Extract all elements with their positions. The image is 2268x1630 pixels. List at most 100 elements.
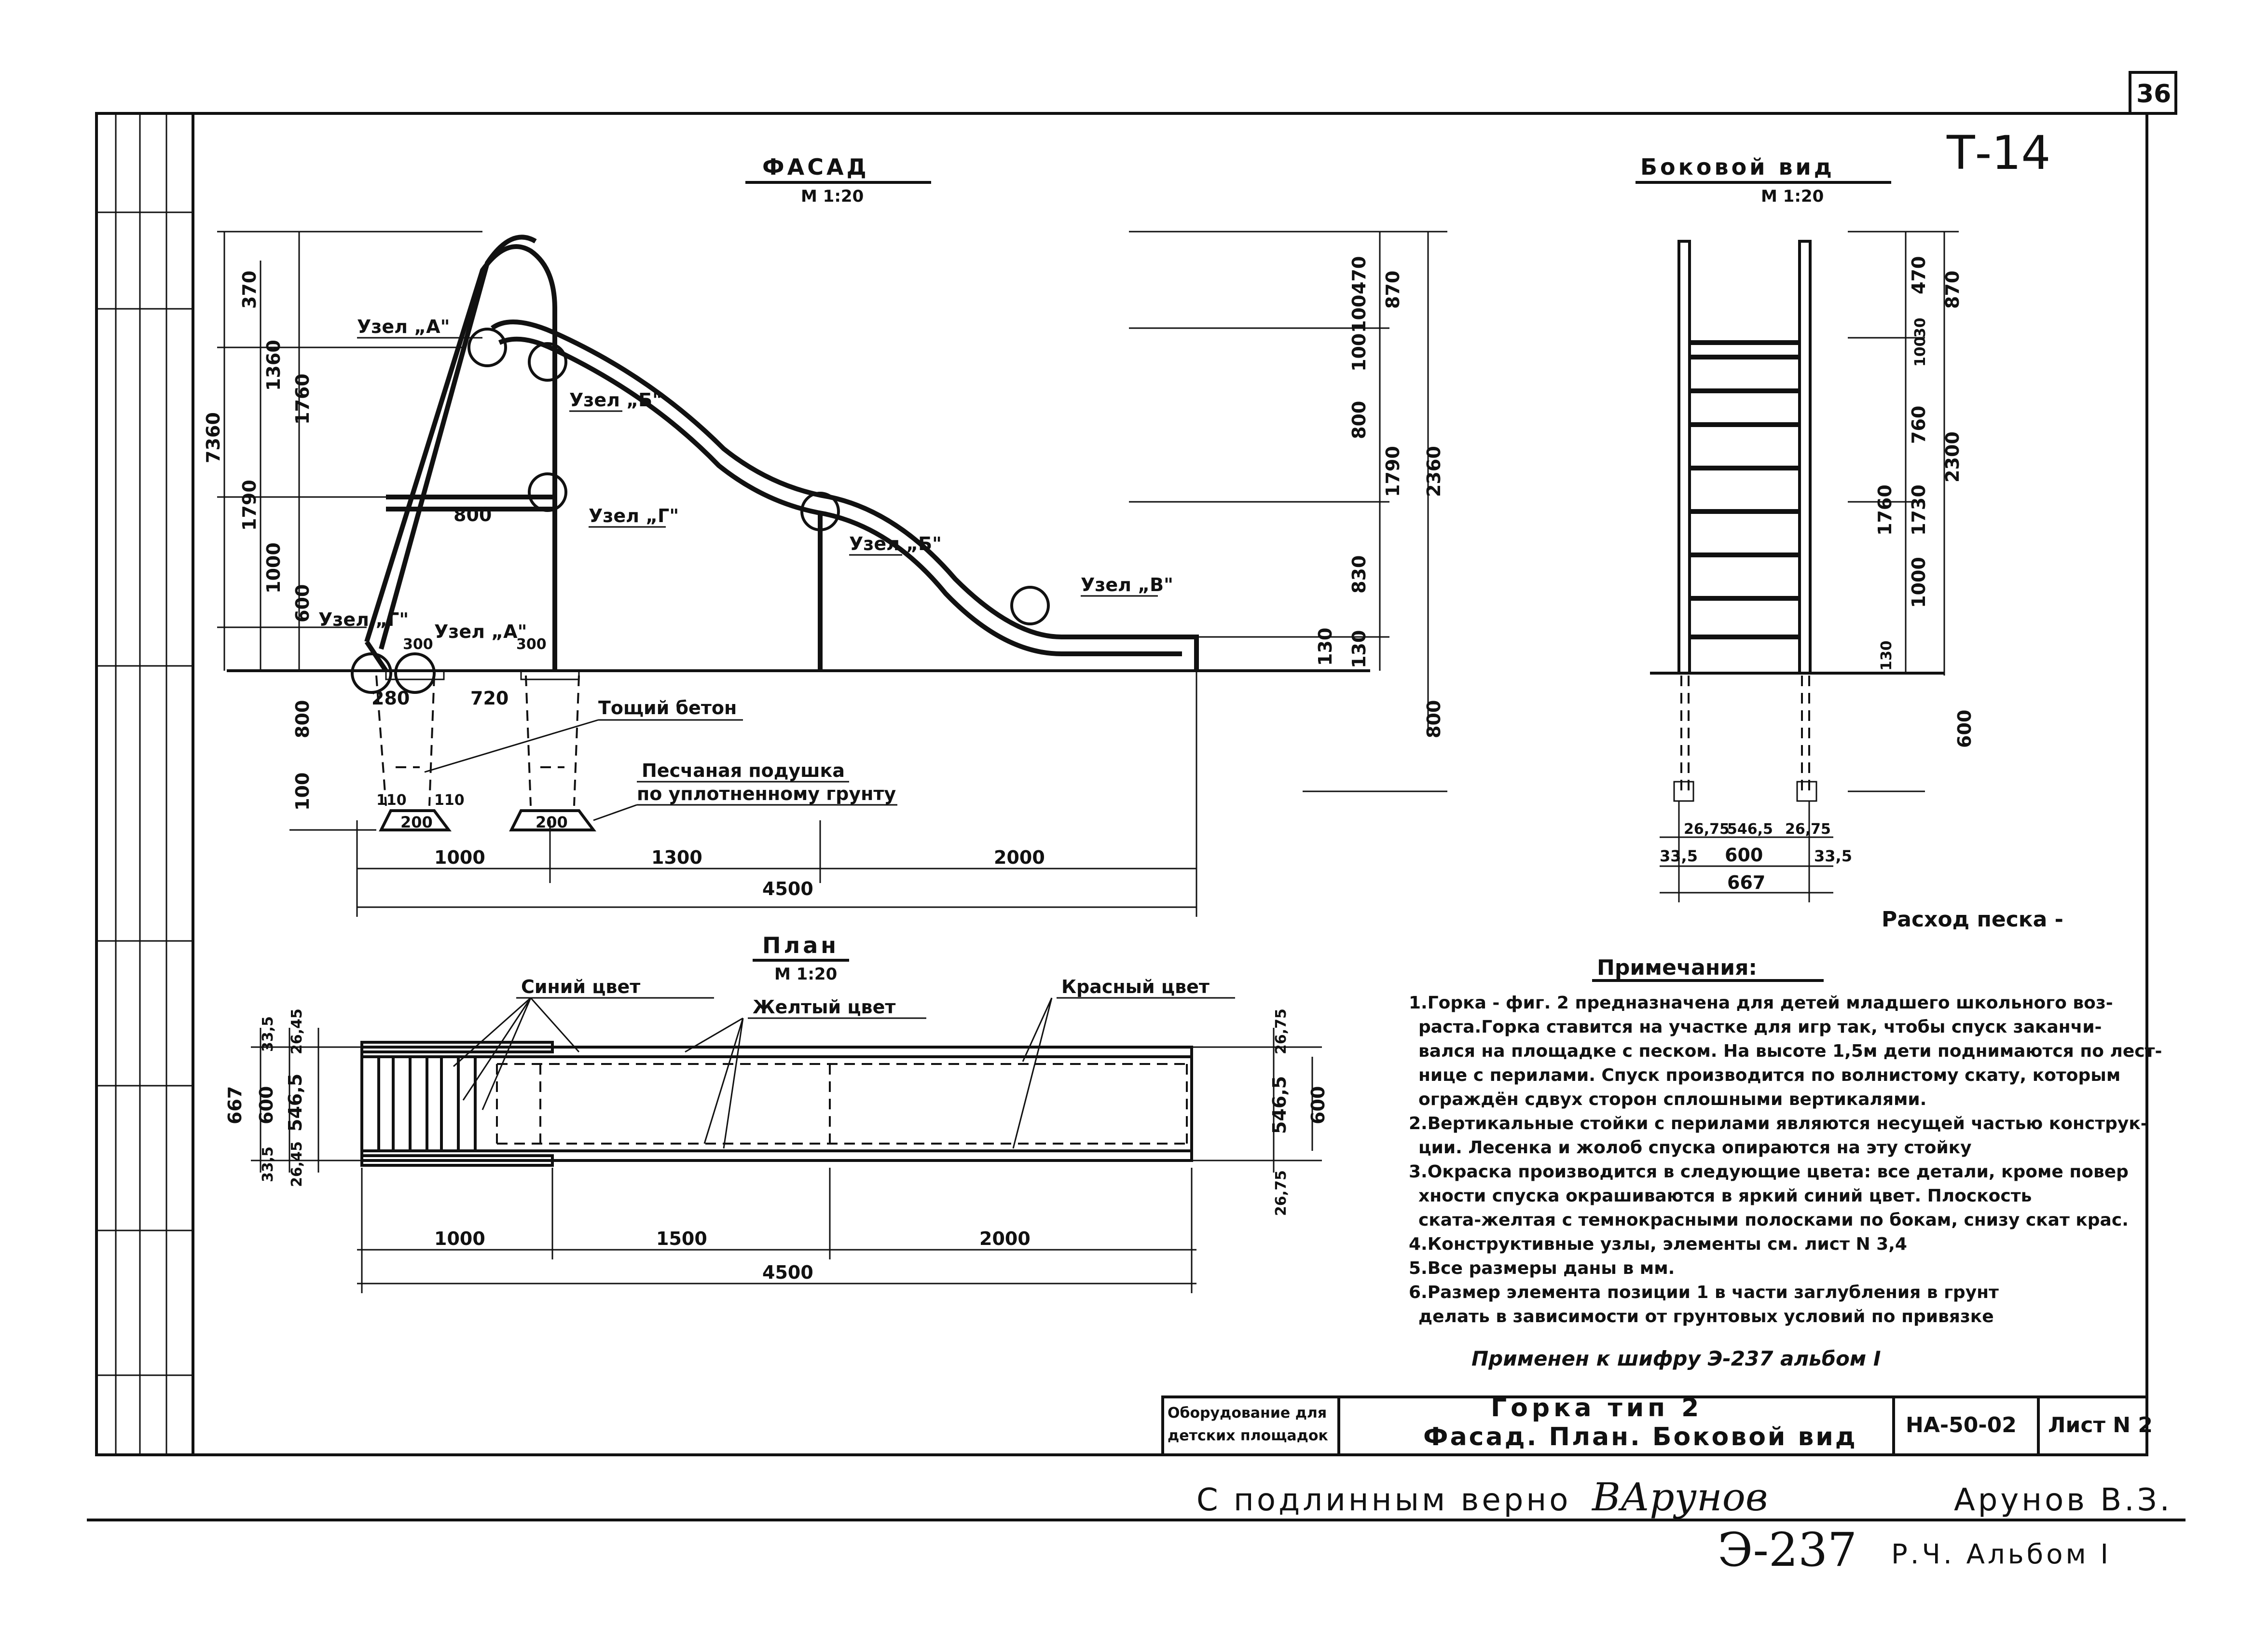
svg-text:600: 600 xyxy=(1307,1086,1329,1124)
sheet-number: 36 xyxy=(2136,80,2171,109)
side-right-post xyxy=(1798,240,1812,675)
svg-text:100: 100 xyxy=(1912,336,1929,367)
svg-text:667: 667 xyxy=(224,1086,246,1124)
side-left-post xyxy=(1677,240,1691,675)
svg-text:600: 600 xyxy=(256,1086,277,1124)
plan-dims-left: 33,5 26,45 667 600 546,5 33,5 26,45 xyxy=(224,1008,306,1187)
node-g2-circle xyxy=(351,652,392,694)
note-line: 4.Конструктивные узлы, элементы см. лист… xyxy=(1409,1234,1907,1254)
node-label-v: Узел „В" xyxy=(1081,574,1173,595)
sand-label-2: по уплотненному грунту xyxy=(637,783,896,804)
note-line: 6.Размер элемента позиции 1 в части загл… xyxy=(1409,1283,1999,1302)
sand-usage: Расход песка - xyxy=(1882,907,2063,932)
svg-text:2000: 2000 xyxy=(994,847,1045,868)
note-line: делать в зависимости от грунтовых услови… xyxy=(1418,1307,1994,1326)
svg-text:4500: 4500 xyxy=(762,1262,813,1283)
svg-text:130: 130 xyxy=(1315,628,1336,666)
node-b2-circle xyxy=(800,492,840,531)
note-line: вался на площадке с песком. На высоте 1,… xyxy=(1418,1041,2162,1061)
facade-title: ФАСАД xyxy=(762,154,869,180)
note-line: 3.Окраска производится в следующие цвета… xyxy=(1409,1162,2129,1182)
plan-scale: М 1:20 xyxy=(774,965,837,984)
svg-text:1760: 1760 xyxy=(292,373,313,425)
node-label-b2: Узел „Б" xyxy=(849,533,942,554)
svg-text:33,5: 33,5 xyxy=(260,1147,276,1182)
svg-text:760: 760 xyxy=(1908,406,1929,444)
svg-text:110: 110 xyxy=(376,792,407,809)
svg-text:1000: 1000 xyxy=(434,847,485,868)
svg-text:100: 100 xyxy=(292,773,313,811)
svg-text:300: 300 xyxy=(516,636,547,653)
svg-text:26,45: 26,45 xyxy=(289,1008,305,1054)
tb-sheet: Лист N 2 xyxy=(2048,1413,2153,1437)
plan-dims-bottom: 1000 1500 2000 4500 xyxy=(434,1228,1031,1283)
node-label-a2: Узел „А" xyxy=(434,621,527,642)
album-text: Р.Ч. Альбом I xyxy=(1891,1539,2111,1570)
facade-dims-inner: 800 300 300 280 720 110 110 200 200 xyxy=(371,504,568,831)
svg-text:600: 600 xyxy=(292,584,313,622)
certification: С подлинным верно ВАрунов Арунов В.З. Э-… xyxy=(87,1475,2186,1577)
svg-text:1000: 1000 xyxy=(263,542,284,594)
note-line: ската-желтая с темнокрасными полосками п… xyxy=(1418,1210,2129,1230)
color-blue-label: Синий цвет xyxy=(521,976,640,997)
svg-text:26,75: 26,75 xyxy=(1785,821,1831,838)
svg-text:2360: 2360 xyxy=(1423,446,1444,497)
svg-text:26,45: 26,45 xyxy=(289,1141,305,1187)
color-red-label: Красный цвет xyxy=(1061,976,1210,997)
plan-dims-right: 26,75 546,5 600 26,75 xyxy=(1269,1008,1329,1216)
note-line: 2.Вертикальные стойки с перилами являютс… xyxy=(1409,1114,2148,1133)
svg-text:870: 870 xyxy=(1382,271,1403,309)
slide-chute-bottom xyxy=(498,336,1182,656)
svg-text:300: 300 xyxy=(403,636,433,653)
svg-text:1300: 1300 xyxy=(651,847,702,868)
svg-text:1760: 1760 xyxy=(1874,484,1896,536)
side-dims-right: 470 870 30 100 760 1760 1730 2300 1000 1… xyxy=(1874,256,1975,748)
svg-text:110: 110 xyxy=(434,792,465,809)
svg-text:1790: 1790 xyxy=(239,480,260,531)
side-dims-bottom: 26,75 546,5 26,75 33,5 600 33,5 667 xyxy=(1660,821,1852,893)
node-label-a: Узел „А" xyxy=(357,316,450,337)
facade-dims-bottom: 1000 1300 2000 4500 xyxy=(434,847,1045,899)
side-view: Боковой вид М 1:20 xyxy=(1636,154,1959,902)
concrete-label: Тощий бетон xyxy=(598,697,737,718)
applied-note: Применен к шифру Э-237 альбом I xyxy=(1471,1347,1881,1370)
side-scale: М 1:20 xyxy=(1761,187,1824,206)
node-a2-circle xyxy=(394,652,436,694)
svg-text:800: 800 xyxy=(1423,700,1444,738)
slide-chute-top xyxy=(491,319,1199,671)
facade-view: ФАСАД М 1:20 Узел „А" Узел „Б" Узел „Г" … xyxy=(217,154,1447,917)
facade-scale: М 1:20 xyxy=(801,187,864,206)
svg-text:1000: 1000 xyxy=(434,1228,485,1249)
svg-text:100: 100 xyxy=(1348,295,1370,333)
node-label-g: Узел „Г" xyxy=(589,505,679,526)
note-line: ограждён сдвух сторон сплошными вертикал… xyxy=(1418,1090,1926,1109)
side-title: Боковой вид xyxy=(1640,154,1835,180)
svg-text:280: 280 xyxy=(371,688,410,709)
notes-heading: Примечания: xyxy=(1597,955,1757,980)
facade-dims-right: 470 870 100 100 800 1790 2360 830 130 13… xyxy=(1315,256,1444,738)
svg-text:130: 130 xyxy=(1348,630,1370,668)
cert-text: С подлинным верно xyxy=(1196,1482,1571,1518)
svg-text:546,5: 546,5 xyxy=(1727,821,1773,838)
plan-view: План М 1:20 Синий цвет Желтый цвет Красн… xyxy=(251,932,1322,1293)
svg-text:1790: 1790 xyxy=(1382,446,1403,497)
svg-text:33,5: 33,5 xyxy=(1660,847,1698,865)
svg-text:870: 870 xyxy=(1942,271,1963,309)
facade-dims-left: 7360 370 1360 1760 1790 1000 600 800 100 xyxy=(203,271,313,811)
cert-signature: ВАрунов xyxy=(1591,1475,1768,1519)
node-label-b: Узел „Б" xyxy=(569,389,662,411)
node-v-circle xyxy=(1010,586,1050,625)
svg-text:546,5: 546,5 xyxy=(1269,1076,1290,1134)
drawing-code: Т-14 xyxy=(1946,126,2050,180)
svg-text:130: 130 xyxy=(1878,640,1895,671)
sand-cushion-right xyxy=(509,809,596,831)
cert-name: Арунов В.З. xyxy=(1954,1482,2172,1518)
notes-block: Примечания: 1.Горка - фиг. 2 предназначе… xyxy=(1409,955,2162,1370)
svg-text:200: 200 xyxy=(536,813,568,831)
svg-text:26,75: 26,75 xyxy=(1684,821,1730,838)
svg-text:1500: 1500 xyxy=(656,1228,707,1249)
svg-text:100: 100 xyxy=(1348,333,1370,372)
svg-text:1000: 1000 xyxy=(1908,557,1929,608)
svg-text:370: 370 xyxy=(239,271,260,309)
